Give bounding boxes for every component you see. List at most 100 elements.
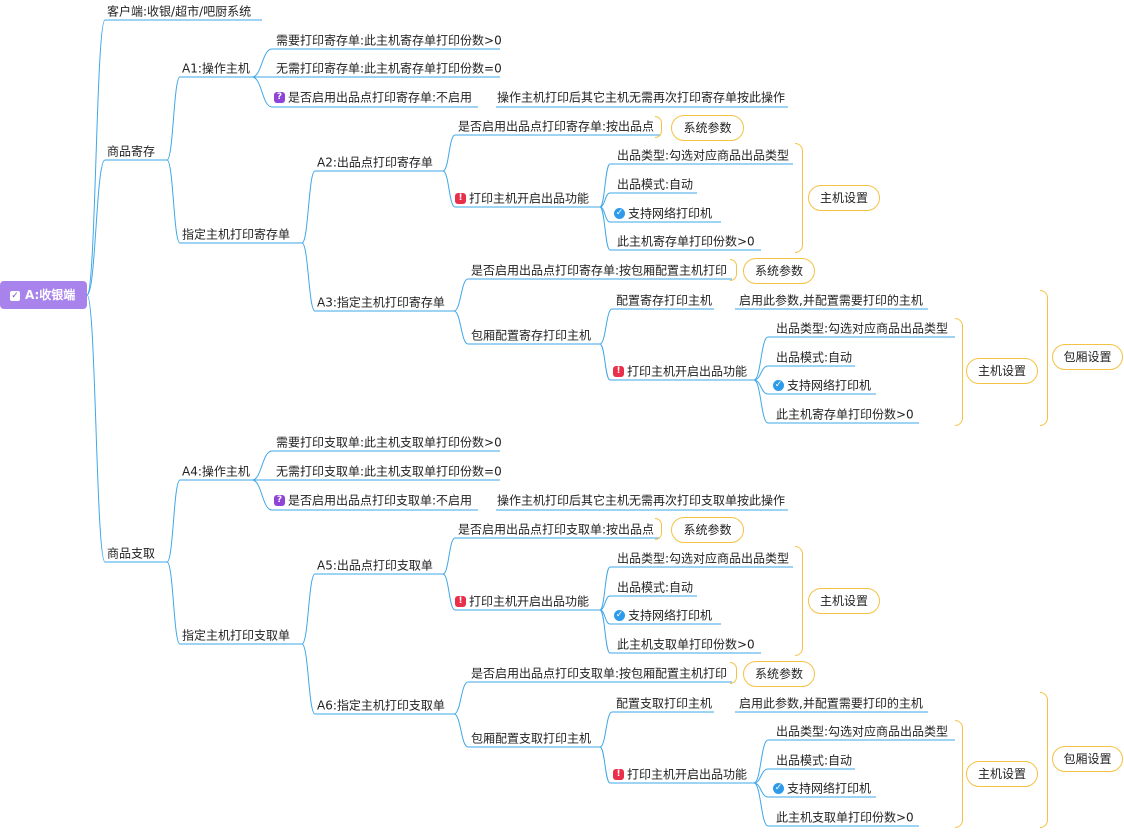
node-a6-copies[interactable]: 此主机支取单打印份数>0	[776, 810, 914, 825]
connector	[453, 310, 469, 345]
node-client[interactable]: 客户端:收银/超市/吧厨系统	[107, 4, 252, 19]
check-circle-icon: ✓	[614, 208, 625, 219]
node-a5-host-output[interactable]: !打印主机开启出品功能	[455, 594, 589, 609]
node-withdraw[interactable]: 商品支取	[107, 546, 156, 561]
node-a6-enable-point[interactable]: 是否启用出品点打印支取单:按包厢配置主机打印	[471, 666, 728, 681]
connector	[251, 76, 273, 108]
node-a4-need-print[interactable]: 需要打印支取单:此主机支取单打印份数>0	[276, 435, 502, 450]
node-a5-copies[interactable]: 此主机支取单打印份数>0	[617, 637, 755, 652]
summary-sys-param[interactable]: 系统参数	[743, 661, 815, 687]
connector	[301, 573, 316, 645]
node-a5-network[interactable]: ✓支持网络打印机	[614, 608, 713, 623]
node-a1-note[interactable]: 操作主机打印后其它主机无需再次打印寄存单按此操作	[497, 90, 786, 105]
node-a6-mode[interactable]: 出品模式:自动	[776, 753, 853, 768]
exclamation-icon: !	[613, 366, 624, 377]
summary-sys-param[interactable]: 系统参数	[671, 517, 744, 543]
node-a2[interactable]: A2:出品点打印寄存单	[317, 155, 433, 170]
node-a3-host-output[interactable]: !打印主机开启出品功能	[613, 364, 747, 379]
connector	[453, 681, 469, 715]
node-a4-enable-point[interactable]: ?是否启用出品点打印支取单:不启用	[274, 493, 472, 508]
node-a6-room-host[interactable]: 包厢配置支取打印主机	[471, 731, 592, 746]
node-a3-config-host[interactable]: 配置寄存打印主机	[616, 293, 713, 308]
summary-brace	[730, 662, 737, 684]
summary-brace	[655, 518, 662, 540]
connector	[599, 566, 611, 611]
connector	[599, 595, 611, 611]
node-a5-enable-point[interactable]: 是否启用出品点打印支取单:按出品点	[458, 522, 655, 537]
node-a1-need-print[interactable]: 需要打印寄存单:此主机寄存单打印份数>0	[276, 33, 502, 48]
connector	[166, 76, 181, 161]
connector	[442, 170, 456, 208]
node-a2-copies[interactable]: 此主机寄存单打印份数>0	[617, 234, 755, 249]
connector	[753, 782, 769, 827]
node-a5-type[interactable]: 出品类型:勾选对应商品出品类型	[617, 551, 790, 566]
node-withdraw-host[interactable]: 指定主机打印支取单	[182, 628, 291, 643]
node-a4-no-print[interactable]: 无需打印支取单:此主机支取单打印份数=0	[276, 464, 502, 479]
node-deposit[interactable]: 商品寄存	[107, 144, 156, 159]
node-a4[interactable]: A4:操作主机	[182, 464, 250, 479]
node-a2-host-output[interactable]: !打印主机开启出品功能	[455, 191, 589, 206]
checkbox-icon: ✓	[10, 290, 20, 301]
connector	[86, 159, 106, 296]
node-a2-enable-point[interactable]: 是否启用出品点打印寄存单:按出品点	[458, 119, 655, 134]
node-a3-room-host[interactable]: 包厢配置寄存打印主机	[471, 328, 592, 343]
node-a6-network[interactable]: ✓支持网络打印机	[773, 781, 872, 796]
node-a6-type[interactable]: 出品类型:勾选对应商品出品类型	[776, 724, 949, 739]
connector	[599, 206, 611, 251]
node-a3-mode[interactable]: 出品模式:自动	[776, 350, 853, 365]
connector	[442, 537, 456, 575]
connector	[753, 739, 769, 784]
summary-host-setting[interactable]: 主机设置	[966, 761, 1038, 787]
node-a1[interactable]: A1:操作主机	[182, 61, 250, 76]
connector	[301, 242, 316, 312]
connector	[166, 479, 181, 563]
connector	[753, 336, 769, 381]
summary-sys-param[interactable]: 系统参数	[743, 258, 815, 284]
connector	[86, 294, 106, 563]
connector	[599, 343, 611, 381]
node-a4-note[interactable]: 操作主机打印后其它主机无需再次打印支取单按此操作	[497, 493, 786, 508]
node-a6-config-host[interactable]: 配置支取打印主机	[616, 696, 713, 711]
summary-brace	[955, 318, 963, 426]
connector	[753, 365, 769, 381]
summary-room-setting[interactable]: 包厢设置	[1052, 344, 1123, 370]
node-deposit-host[interactable]: 指定主机打印寄存单	[182, 227, 291, 242]
node-a2-type[interactable]: 出品类型:勾选对应商品出品类型	[617, 148, 790, 163]
node-a1-enable-point[interactable]: ?是否启用出品点打印寄存单:不启用	[274, 90, 472, 105]
node-a3-enable-point[interactable]: 是否启用出品点打印寄存单:按包厢配置主机打印	[471, 263, 728, 278]
summary-host-setting[interactable]: 主机设置	[808, 588, 880, 614]
node-a5[interactable]: A5:出品点打印支取单	[317, 558, 433, 573]
connector	[753, 768, 769, 784]
summary-brace	[1040, 290, 1048, 426]
connector	[599, 609, 611, 654]
summary-host-setting[interactable]: 主机设置	[808, 185, 880, 211]
summary-brace	[795, 546, 803, 656]
node-a6[interactable]: A6:指定主机打印支取单	[317, 698, 445, 713]
check-circle-icon: ✓	[773, 783, 784, 794]
node-a2-network[interactable]: ✓支持网络打印机	[614, 206, 713, 221]
node-a3-network[interactable]: ✓支持网络打印机	[773, 378, 872, 393]
node-a6-config-note[interactable]: 启用此参数,并配置需要打印的主机	[739, 696, 923, 711]
connector	[251, 48, 273, 78]
connector	[301, 643, 316, 715]
root-node[interactable]: ✓A:收银端	[0, 281, 87, 309]
node-a1-no-print[interactable]: 无需打印寄存单:此主机寄存单打印份数=0	[276, 61, 502, 76]
node-a2-mode[interactable]: 出品模式:自动	[617, 177, 694, 192]
summary-host-setting[interactable]: 主机设置	[966, 358, 1038, 384]
node-a3-config-note[interactable]: 启用此参数,并配置需要打印的主机	[739, 293, 923, 308]
node-a5-mode[interactable]: 出品模式:自动	[617, 580, 694, 595]
connector	[599, 308, 613, 345]
summary-room-setting[interactable]: 包厢设置	[1052, 746, 1123, 772]
summary-brace	[955, 720, 963, 828]
node-a6-host-output[interactable]: !打印主机开启出品功能	[613, 767, 747, 782]
node-a3[interactable]: A3:指定主机打印寄存单	[317, 295, 445, 310]
connector	[453, 713, 469, 748]
node-a3-copies[interactable]: 此主机寄存单打印份数>0	[776, 407, 914, 422]
summary-brace	[795, 143, 803, 253]
connector	[301, 170, 316, 244]
summary-sys-param[interactable]: 系统参数	[671, 115, 744, 141]
connector	[753, 379, 769, 424]
connector	[251, 450, 273, 481]
node-a3-type[interactable]: 出品类型:勾选对应商品出品类型	[776, 321, 949, 336]
